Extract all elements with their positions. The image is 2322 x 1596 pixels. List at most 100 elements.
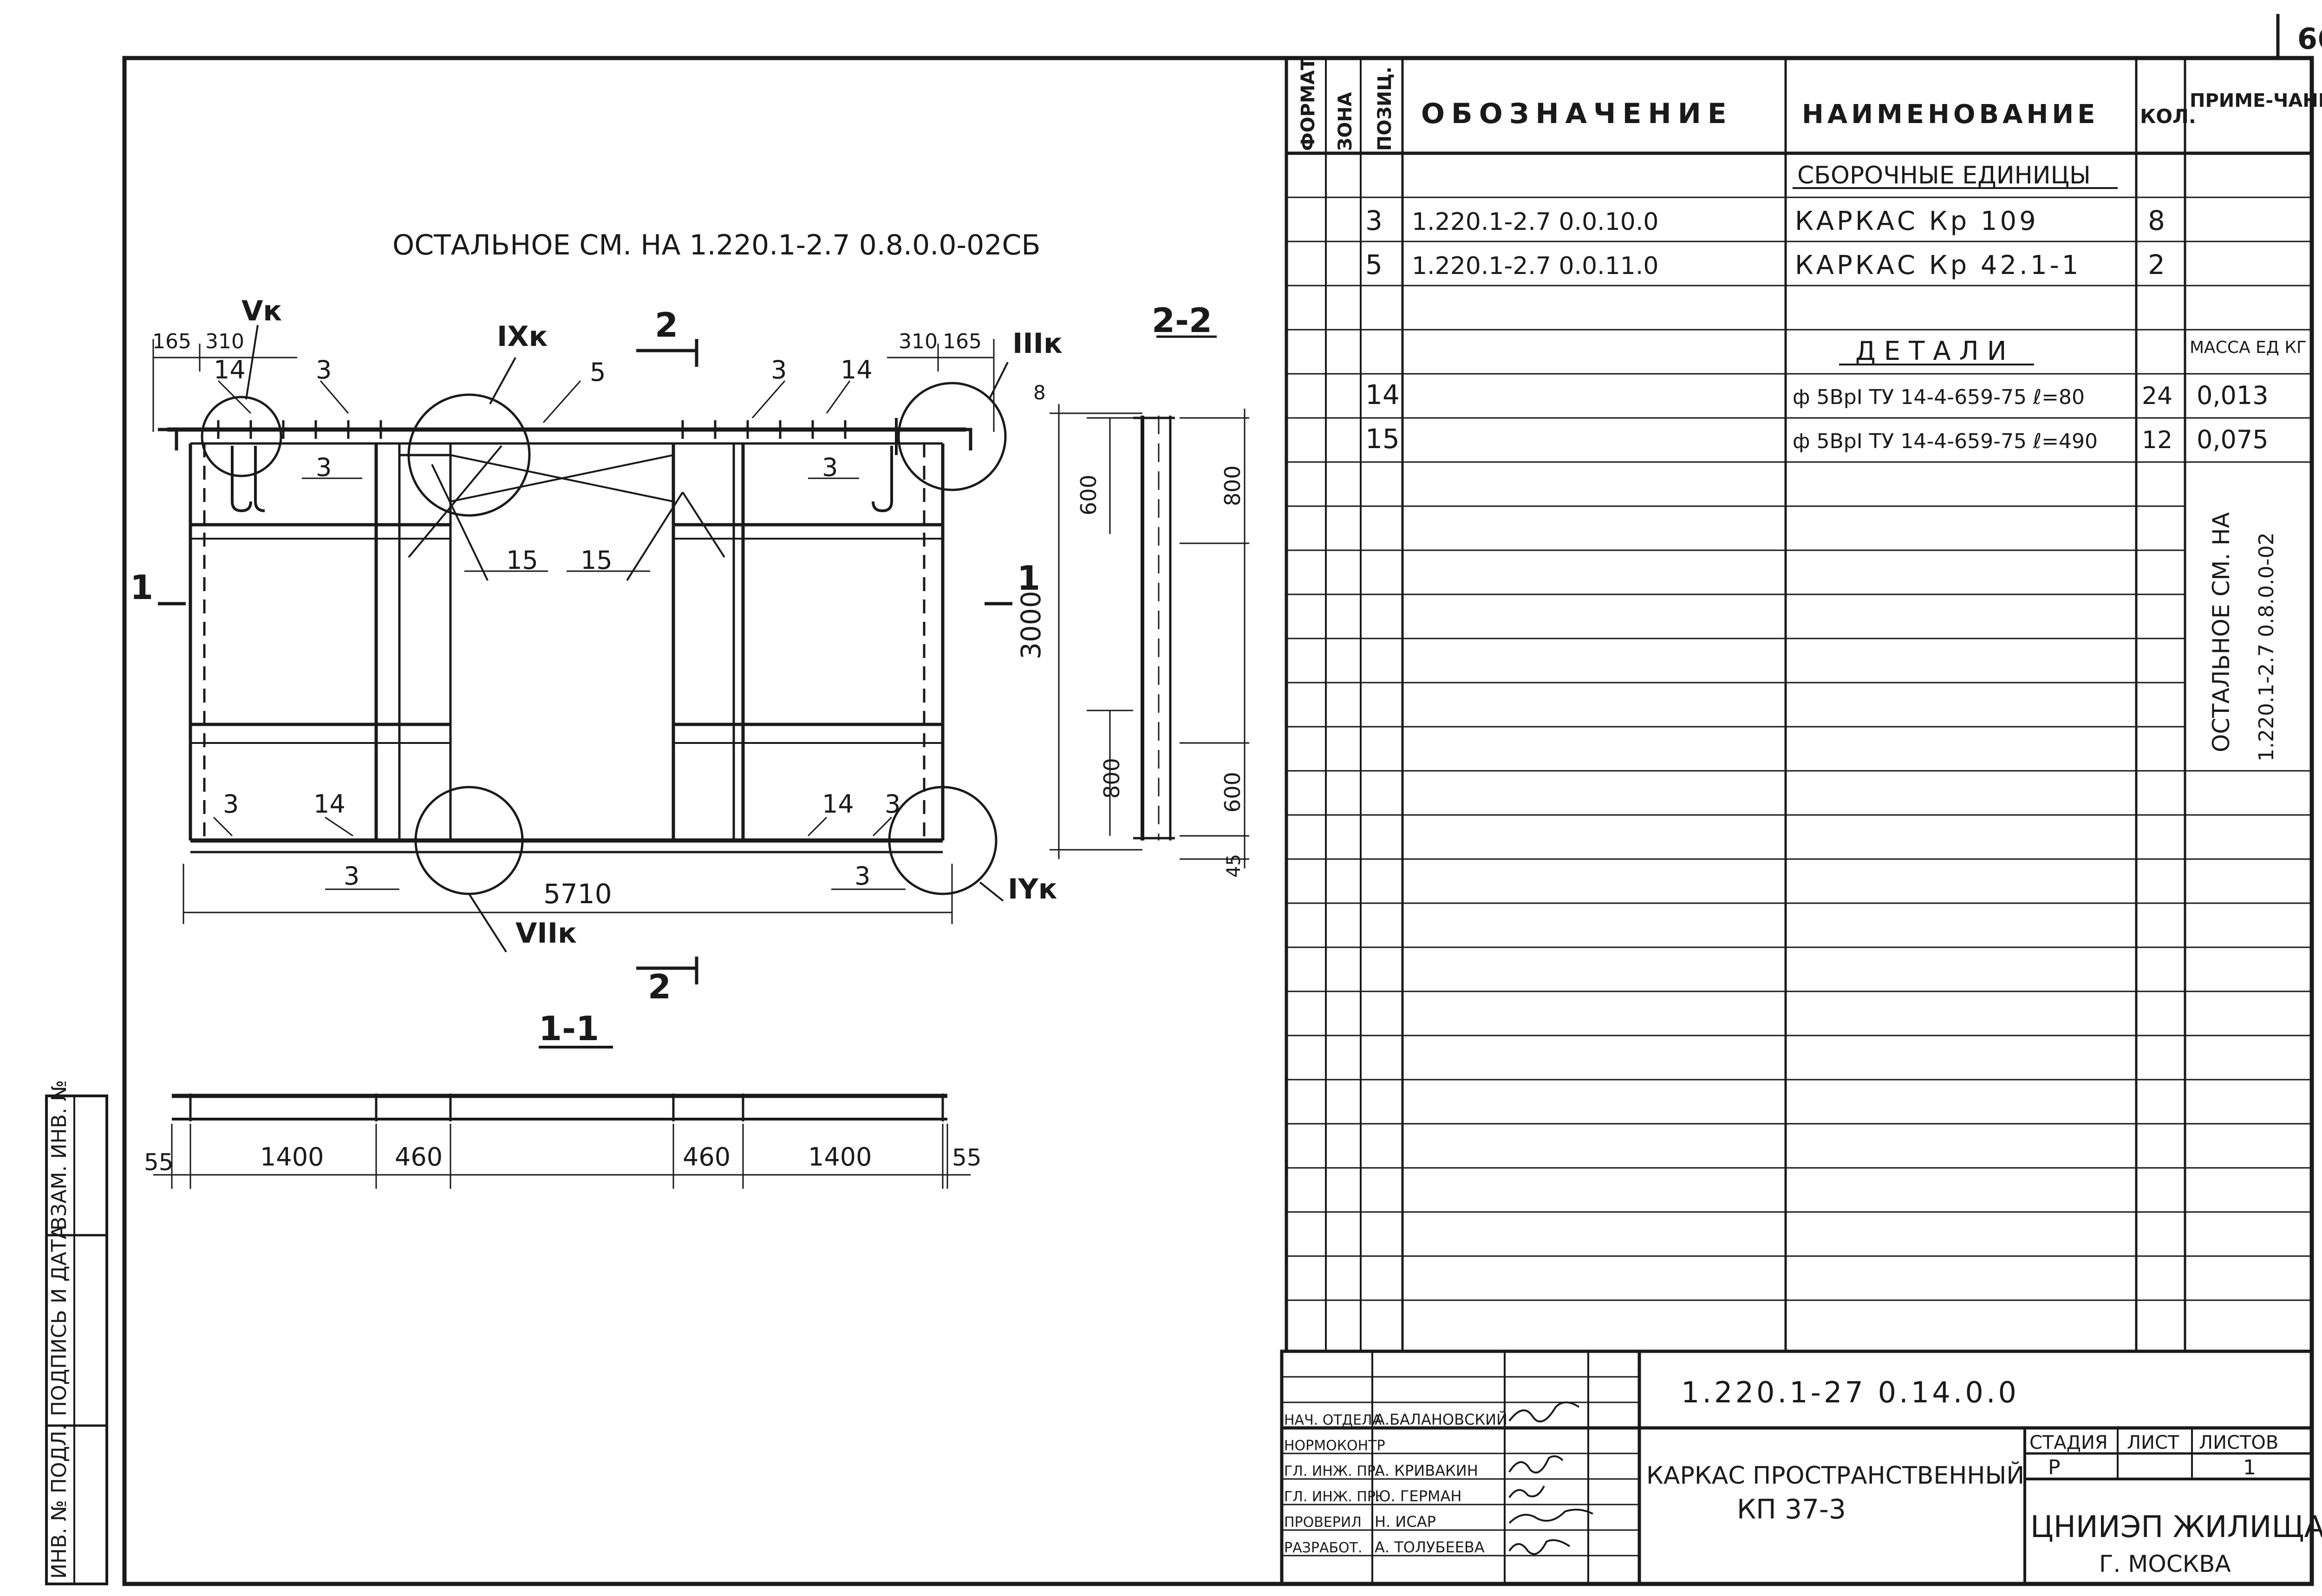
- sheets-header: ЛИСТОВ: [2199, 1432, 2278, 1453]
- row-name: ф 5ВрI ТУ 14-4-659-75 ℓ=490: [1793, 430, 2098, 453]
- person-row: ГЛ. ИНЖ. ПР. А. КРИВАКИН: [1284, 1462, 1478, 1479]
- dim-55-right: 55: [952, 1144, 982, 1171]
- row-designation: 1.220.1-2.7 0.0.10.0: [1412, 208, 1658, 236]
- pos-14-tr: 14: [841, 355, 873, 384]
- dim-600-bottom: 600: [1220, 772, 1245, 813]
- section-2-2-labels: 2-2 8 600 800 3000 800 600 45: [1015, 301, 1245, 878]
- signatures: [1508, 1401, 1593, 1555]
- signature-mark: [1508, 1539, 1571, 1555]
- title-line-2: КП 37-3: [1737, 1493, 1846, 1525]
- section-assembly-units: СБОРОЧНЫЕ ЕДИНИЦЫ: [1797, 162, 2091, 189]
- title-block-text: 1.220.1-27 0.14.0.0 КАРКАС ПРОСТРАНСТВЕН…: [1284, 1375, 2322, 1577]
- pos-15-l: 15: [506, 546, 538, 575]
- spec-table: [1285, 58, 2312, 1351]
- dim-165-right: 165: [943, 330, 982, 353]
- spec-body: СБОРОЧНЫЕ ЕДИНИЦЫ ДЕТАЛИ МАССА ЕД КГ 3 1…: [1365, 162, 2307, 762]
- plan-view: [152, 325, 1012, 984]
- table-row: 5 1.220.1-2.7 0.0.11.0 КАРКАС Кр 42.1-1 …: [1365, 249, 2165, 280]
- row-note: 0,013: [2197, 381, 2269, 410]
- spec-header: ФОРМАТ ЗОНА ПОЗИЦ. ОБОЗНАЧЕНИЕ НАИМЕНОВА…: [1298, 57, 2322, 151]
- dim-5710: 5710: [543, 878, 612, 910]
- row-designation: 1.220.1-2.7 0.0.11.0: [1412, 252, 1658, 280]
- drawing-code: 1.220.1-27 0.14.0.0: [1681, 1375, 2019, 1409]
- section-parts: ДЕТАЛИ: [1855, 336, 2015, 366]
- row-qty: 12: [2142, 426, 2172, 454]
- section-1-1: [153, 1046, 971, 1189]
- person-row: ГЛ. ИНЖ. ПР. Ю. ГЕРМАН: [1284, 1487, 1461, 1505]
- section-title-1-1: 1-1: [539, 1009, 599, 1048]
- plan-labels: 165 310 Vк IXк 2 310 165 IIIк 14 3 5 3 1…: [130, 295, 1063, 1006]
- dim-45: 45: [1223, 854, 1245, 878]
- stamp-signature-date: ПОДПИСЬ И ДАТА: [47, 1225, 71, 1416]
- person-name: А. КРИВАКИН: [1375, 1462, 1478, 1479]
- row-pos: 5: [1365, 249, 1383, 280]
- callout-v: Vк: [241, 295, 282, 327]
- section-1-1-labels: 1-1 55 1400 460 460 1400 55: [144, 1009, 982, 1176]
- pos-3-br: 3: [885, 789, 900, 819]
- sheet-header: ЛИСТ: [2127, 1432, 2179, 1453]
- section-2-2: [1050, 335, 1249, 868]
- table-row: 15 ф 5ВрI ТУ 14-4-659-75 ℓ=490 12 0,075: [1365, 423, 2269, 455]
- dim-8: 8: [1033, 381, 1046, 404]
- section-mark-right: 1: [1017, 559, 1040, 598]
- callout-ix: IXк: [497, 320, 548, 353]
- pos-3-bottom-r: 3: [854, 861, 870, 891]
- pos-14-br: 14: [822, 789, 854, 819]
- pos-5: 5: [590, 358, 606, 387]
- pos-3-ml: 3: [316, 453, 332, 482]
- dim-460-right: 460: [683, 1142, 731, 1172]
- section-mark-left: 1: [130, 568, 153, 607]
- header-qty: КОЛ.: [2140, 105, 2196, 128]
- person-role: ГЛ. ИНЖ. ПР.: [1284, 1489, 1380, 1505]
- stage-header: СТАДИЯ: [2029, 1432, 2108, 1453]
- dim-55-left: 55: [144, 1149, 174, 1176]
- mass-header: МАССА ЕД КГ: [2190, 338, 2307, 357]
- pos-3-tr: 3: [771, 355, 787, 384]
- header-designation: ОБОЗНАЧЕНИЕ: [1421, 98, 1733, 130]
- dim-165-left: 165: [152, 330, 191, 353]
- row-pos: 14: [1365, 379, 1400, 410]
- org-name: ЦНИИЭП ЖИЛИЩА: [2030, 1510, 2322, 1544]
- callout-vii: VIIк: [515, 917, 577, 950]
- table-row: 14 ф 5ВрI ТУ 14-4-659-75 ℓ=80 24 0,013: [1365, 379, 2269, 410]
- header-note: ПРИМЕ-ЧАНИЕ: [2190, 90, 2322, 111]
- title-block: [1280, 1349, 2314, 1586]
- pos-3-bl: 3: [223, 789, 239, 819]
- callout-iv: IYк: [1008, 873, 1057, 905]
- dim-800-bottom: 800: [1099, 758, 1124, 799]
- header-zone: ЗОНА: [1335, 92, 1356, 151]
- sheets-value: 1: [2243, 1456, 2256, 1479]
- signature-mark: [1508, 1509, 1593, 1524]
- dim-1400-left: 1400: [260, 1142, 324, 1172]
- person-row: НОРМОКОНТР: [1284, 1438, 1385, 1454]
- section-mark-top: 2: [655, 306, 678, 345]
- row-pos: 15: [1365, 423, 1400, 455]
- row-pos: 3: [1365, 205, 1383, 236]
- org-city: Г. МОСКВА: [2099, 1550, 2231, 1577]
- dim-1400-right: 1400: [808, 1142, 872, 1172]
- title-line-1: КАРКАС ПРОСТРАНСТВЕННЫЙ: [1646, 1461, 2024, 1490]
- row-qty: 24: [2142, 382, 2172, 410]
- signature-mark: [1508, 1401, 1580, 1423]
- row-qty: 8: [2148, 205, 2165, 236]
- callout-iii: IIIк: [1012, 327, 1063, 360]
- person-row: РАЗРАБОТ. А. ТОЛУБЕЕВА: [1284, 1538, 1485, 1556]
- sheet-frame: 66: [122, 14, 2322, 1586]
- row-note: 0,075: [2197, 425, 2269, 454]
- row-name: КАРКАС Кр 109: [1795, 206, 2039, 236]
- table-row: 3 1.220.1-2.7 0.0.10.0 КАРКАС Кр 109 8: [1365, 205, 2165, 236]
- stage-value: Р: [2048, 1456, 2061, 1479]
- stamp-replaced-inv: ВЗАМ. ИНВ. №: [47, 1080, 71, 1231]
- vertical-note-1: ОСТАЛЬНОЕ СМ. НА: [2208, 512, 2235, 752]
- pos-3-mr: 3: [822, 453, 838, 482]
- pos-15-r: 15: [580, 546, 613, 575]
- sheet-number: 66: [2297, 22, 2322, 56]
- dim-310-right: 310: [899, 330, 938, 353]
- row-name: КАРКАС Кр 42.1-1: [1795, 250, 2081, 280]
- dim-460-left: 460: [395, 1142, 443, 1172]
- person-name: Н. ИСАР: [1375, 1513, 1436, 1531]
- side-stamp: ИНВ. № ПОДЛ. ПОДПИСЬ И ДАТА ВЗАМ. ИНВ. №: [45, 1080, 108, 1585]
- section-mark-bottom: 2: [648, 967, 671, 1006]
- section-title-2-2: 2-2: [1152, 301, 1212, 340]
